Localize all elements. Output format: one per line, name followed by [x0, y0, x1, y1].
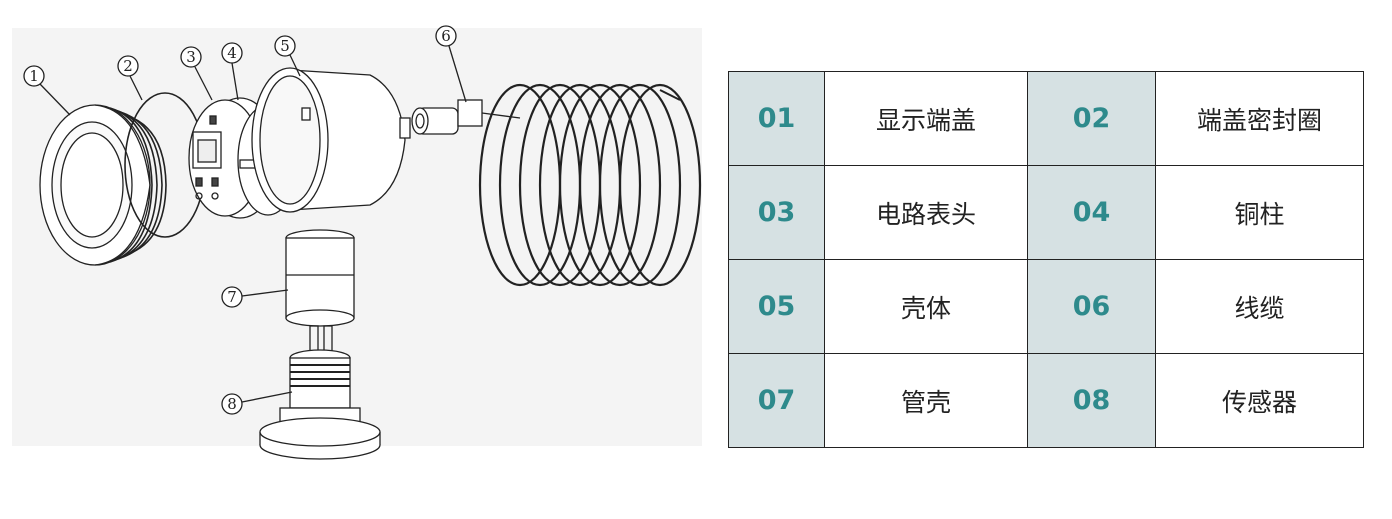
callout-2: 2 — [117, 55, 143, 101]
table-row: 03 电路表头 04 铜柱 — [728, 165, 1364, 260]
svg-text:4: 4 — [227, 44, 237, 62]
table-row: 01 显示端盖 02 端盖密封圈 — [728, 71, 1364, 166]
part-name-cell: 壳体 — [824, 259, 1028, 354]
part-number-cell: 02 — [1027, 71, 1156, 166]
part-housing — [251, 67, 411, 213]
svg-text:6: 6 — [441, 27, 451, 45]
callout-7: 7 — [221, 286, 289, 308]
callout-6: 6 — [435, 25, 467, 103]
parts-table: 01 显示端盖 02 端盖密封圈 03 电路表头 04 铜柱 05 壳体 06 … — [728, 71, 1364, 448]
svg-text:1: 1 — [29, 67, 39, 85]
callout-8: 8 — [221, 391, 293, 415]
table-row: 05 壳体 06 线缆 — [728, 259, 1364, 354]
svg-text:8: 8 — [227, 395, 237, 413]
part-number-cell: 08 — [1027, 353, 1156, 448]
part-name-cell: 传感器 — [1155, 353, 1364, 448]
part-number-cell: 07 — [728, 353, 825, 448]
part-sensor — [259, 349, 381, 460]
part-name-cell: 铜柱 — [1155, 165, 1364, 260]
part-cable — [411, 83, 702, 287]
callout-1: 1 — [23, 65, 71, 116]
svg-text:5: 5 — [280, 37, 290, 55]
part-name-cell: 管壳 — [824, 353, 1028, 448]
part-tube-shell — [285, 229, 355, 355]
callout-4: 4 — [221, 42, 243, 101]
callout-3: 3 — [180, 46, 213, 101]
table-row: 07 管壳 08 传感器 — [728, 353, 1364, 448]
svg-text:2: 2 — [123, 57, 133, 75]
svg-text:3: 3 — [186, 48, 196, 66]
part-name-cell: 电路表头 — [824, 165, 1028, 260]
part-name-cell: 端盖密封圈 — [1155, 71, 1364, 166]
part-name-cell: 线缆 — [1155, 259, 1364, 354]
part-number-cell: 06 — [1027, 259, 1156, 354]
callout-5: 5 — [274, 35, 301, 77]
svg-text:7: 7 — [227, 288, 237, 306]
part-number-cell: 01 — [728, 71, 825, 166]
part-number-cell: 03 — [728, 165, 825, 260]
part-number-cell: 05 — [728, 259, 825, 354]
part-number-cell: 04 — [1027, 165, 1156, 260]
part-display-end-cap — [39, 104, 167, 266]
part-name-cell: 显示端盖 — [824, 71, 1028, 166]
exploded-view-diagram: 1 2 3 4 5 6 7 8 — [12, 25, 702, 460]
